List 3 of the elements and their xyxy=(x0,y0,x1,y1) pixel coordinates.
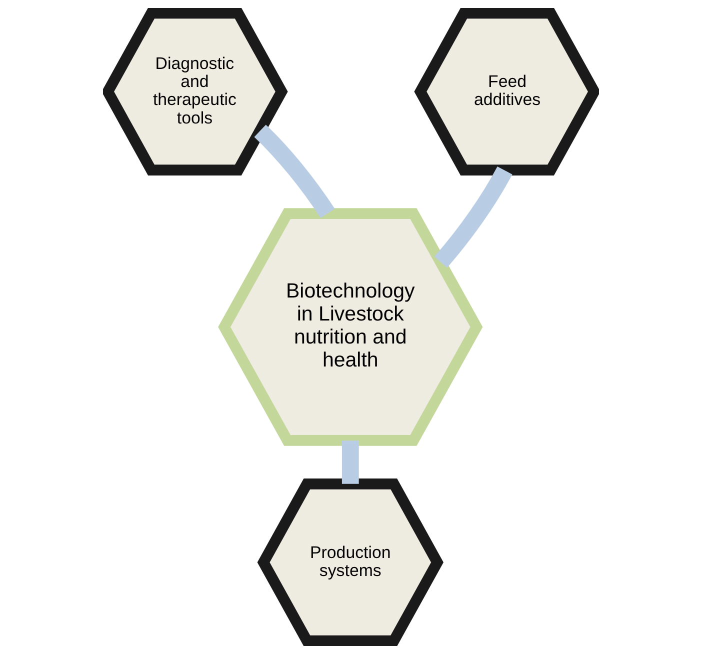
connector xyxy=(434,166,512,268)
connector xyxy=(254,124,334,218)
connector xyxy=(341,440,358,484)
